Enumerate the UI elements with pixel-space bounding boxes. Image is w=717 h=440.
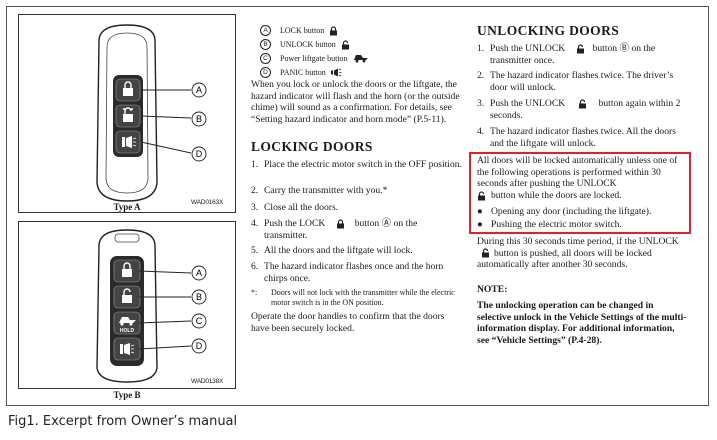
legend-letter: D (260, 67, 271, 78)
unlocking-doors-heading: UNLOCKING DOORS (477, 23, 620, 38)
callout-a: A (196, 268, 202, 278)
locking-step-5: 5.All the doors and the liftgate will lo… (251, 245, 413, 256)
locking-step-4: 4. Push the LOCK button Ⓐ on the transmi… (251, 218, 418, 241)
callout-d: D (196, 149, 203, 159)
legend-row-unlock: B UNLOCK button (260, 39, 350, 50)
callout-b: B (196, 292, 202, 302)
unlock-icon (482, 248, 489, 258)
unlocking-step-1: 1. Push the UNLOCK button Ⓑ on the trans… (477, 43, 656, 66)
lock-icon (336, 219, 344, 229)
figure-type-b: HOLD A B C D WAD0138X (18, 221, 236, 389)
figure-caption: Fig1. Excerpt from Owner’s manual (8, 414, 238, 429)
note-heading: NOTE: (477, 284, 508, 295)
key-fob-type-b-illustration: HOLD A B C D (96, 229, 207, 383)
locking-doors-heading: LOCKING DOORS (251, 139, 373, 154)
auto-lock-text: All doors will be locked automatically u… (477, 155, 678, 201)
locking-closing-text: Operate the door handles to confirm that… (251, 311, 445, 334)
auto-lock-bullet-1: ●Opening any door (including the liftgat… (477, 206, 652, 217)
liftgate-car-icon (353, 55, 368, 63)
unlocking-step-2: 2.The hazard indicator flashes twice. Th… (477, 70, 674, 93)
callout-a: A (196, 85, 202, 95)
locking-step-2: 2.Carry the transmitter with you.* (251, 185, 388, 196)
callout-d: D (196, 341, 203, 351)
horn-icon (330, 68, 342, 77)
unlocking-step-4: 4.The hazard indicator flashes twice. Al… (477, 126, 676, 149)
unlock-icon (478, 190, 485, 201)
locking-footnote: *: Doors will not lock with the transmit… (251, 288, 455, 307)
locking-step-1: 1.Place the electric motor switch in the… (251, 159, 462, 170)
legend-row-liftgate: C Power liftgate button (260, 53, 369, 64)
callout-c: C (196, 316, 203, 326)
legend-text: Power liftgate button (280, 54, 348, 63)
document-frame (6, 6, 709, 406)
lock-icon (330, 25, 338, 35)
unlock-icon (341, 39, 349, 49)
legend-text: UNLOCK button (280, 40, 336, 49)
legend-letter: C (260, 53, 271, 64)
legend-letter: A (260, 25, 271, 36)
legend-row-panic: D PANIC button (260, 67, 342, 78)
figure-code: WAD0138X (191, 378, 224, 385)
legend-text: PANIC button (280, 68, 326, 77)
figure-code: WAD0163X (191, 199, 224, 206)
auto-lock-bullet-2: ●Pushing the electric motor switch. (477, 219, 622, 230)
unlock-icon (576, 44, 584, 54)
unlocking-step-3: 3. Push the UNLOCK button again within 2… (477, 98, 681, 121)
figure-label-type-b: Type B (113, 390, 141, 400)
hold-label: HOLD (120, 328, 135, 334)
legend-letter: B (260, 39, 271, 50)
highlight-box (469, 152, 691, 234)
during-period-text: During this 30 seconds time period, if t… (477, 236, 679, 271)
figure-label-type-a: Type A (113, 202, 141, 212)
locking-step-3: 3.Close all the doors. (251, 202, 339, 213)
callout-b: B (196, 114, 202, 124)
intro-paragraph: When you lock or unlock the doors or the… (251, 79, 460, 125)
legend-text: LOCK button (280, 26, 325, 35)
note-text: The unlocking operation can be changed i… (477, 300, 687, 346)
key-fob-type-a-illustration: A B D (96, 24, 207, 202)
locking-step-6: 6.The hazard indicator flashes once and … (251, 261, 444, 284)
legend-row-lock: A LOCK button (260, 25, 338, 36)
figure-type-a: A B D WAD0163X (18, 14, 236, 213)
unlock-icon (578, 99, 586, 109)
